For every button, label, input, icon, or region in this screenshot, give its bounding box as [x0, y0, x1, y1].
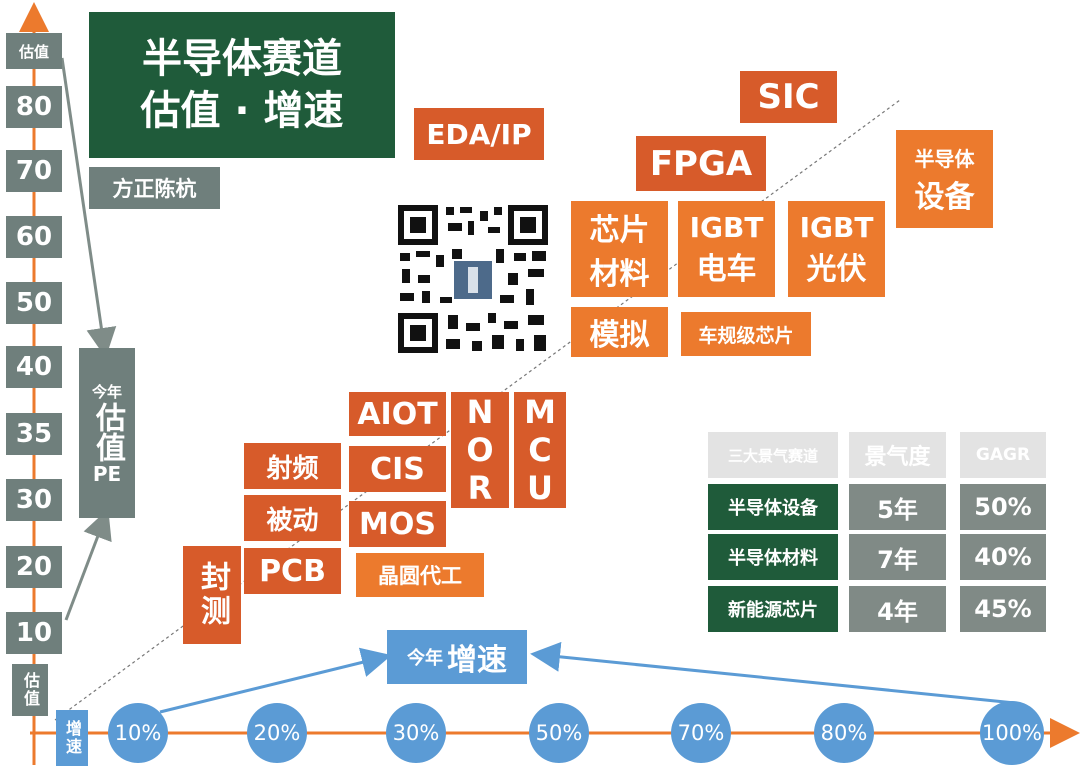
table-row-2-years: 7年 — [849, 534, 946, 580]
table-row-3-gagr: 45% — [960, 586, 1046, 632]
table-row-1-gagr: 50% — [960, 484, 1046, 530]
y-tick-35: 35 — [6, 413, 62, 455]
author-label: 方正陈杭 — [89, 167, 220, 209]
table-row-1-years: 5年 — [849, 484, 946, 530]
growth-arrow-right — [530, 641, 1016, 705]
table-row-2-gagr: 40% — [960, 534, 1046, 580]
pe-arrow-bottom — [64, 508, 112, 621]
table-row-3-years: 4年 — [849, 586, 946, 632]
pe-line3: PE — [92, 461, 122, 486]
growth-main: 增速 — [447, 643, 507, 678]
title-line2: 估值 · 增速 — [140, 88, 344, 134]
segment-equipment: 半导体 设备 — [896, 130, 993, 228]
segment-igbt-pv-line1: IGBT — [799, 210, 874, 244]
y-tick-40: 40 — [6, 346, 62, 388]
table-header-prosperity: 景气度 — [849, 432, 946, 478]
x-tick-80: 80% — [814, 703, 874, 763]
growth-prefix: 今年 — [407, 648, 443, 669]
segment-equipment-line1: 半导体 — [914, 146, 975, 171]
y-tick-10: 10 — [6, 612, 62, 654]
segment-igbt-ev: IGBT 电车 — [678, 201, 775, 297]
table-header-gagr: GAGR — [960, 432, 1046, 478]
table-row-1-name: 半导体设备 — [708, 484, 838, 530]
segment-igbt-ev-line2: 电车 — [696, 251, 757, 287]
title-box: 半导体赛道 估值 · 增速 — [89, 12, 395, 158]
pe-callout: 今年 估值 PE — [79, 348, 135, 518]
y-tick-80: 80 — [6, 86, 62, 128]
y-axis-header: 估值 — [6, 33, 62, 69]
table-row-3-name: 新能源芯片 — [708, 586, 838, 632]
pe-arrow-top — [60, 57, 117, 358]
segment-mcu: MCU — [514, 392, 566, 508]
segment-igbt-pv-line2: 光伏 — [806, 251, 867, 287]
x-tick-70: 70% — [671, 703, 731, 763]
pe-line1: 今年 — [91, 382, 122, 401]
x-tick-20: 20% — [247, 703, 307, 763]
y-tick-20: 20 — [6, 546, 62, 588]
y-tick-60: 60 — [6, 216, 62, 258]
pe-line2: 估值 — [90, 401, 125, 462]
segment-materials-line1: 芯片 — [589, 213, 650, 248]
y-tick-50: 50 — [6, 282, 62, 324]
segment-igbt-ev-line1: IGBT — [689, 210, 764, 244]
x-tick-10: 10% — [108, 703, 168, 763]
growth-callout: 今年 增速 — [387, 630, 527, 684]
x-tick-30: 30% — [386, 703, 446, 763]
segment-materials-line2: 材料 — [589, 257, 650, 292]
segment-cis: CIS — [349, 446, 446, 492]
segment-aiot: AIOT — [349, 392, 446, 436]
title-line1: 半导体赛道 — [142, 36, 342, 82]
segment-materials: 芯片 材料 — [571, 201, 668, 297]
segment-passive: 被动 — [244, 495, 341, 541]
x-tick-50: 50% — [529, 703, 589, 763]
qr-code — [396, 203, 550, 355]
segment-sic: SIC — [740, 71, 837, 123]
segment-packaging: 封测 — [183, 546, 241, 644]
segment-eda-ip: EDA/IP — [414, 108, 544, 160]
segment-pcb: PCB — [244, 548, 341, 594]
y-tick-70: 70 — [6, 150, 62, 192]
segment-equipment-line2: 设备 — [914, 179, 975, 215]
segment-nor: NOR — [451, 392, 509, 508]
segment-rf: 射频 — [244, 443, 341, 489]
y-tick-30: 30 — [6, 479, 62, 521]
segment-auto-chip: 车规级芯片 — [681, 312, 811, 356]
growth-arrow-left — [159, 647, 392, 714]
x-tick-100: 100% — [980, 701, 1044, 765]
segment-mos: MOS — [349, 501, 446, 547]
segment-analog: 模拟 — [571, 307, 668, 357]
table-row-2-name: 半导体材料 — [708, 534, 838, 580]
y-axis-bottom-label: 估值 — [12, 664, 48, 716]
table-header-track: 三大景气赛道 — [708, 432, 838, 478]
segment-fpga: FPGA — [636, 136, 766, 191]
segment-igbt-pv: IGBT 光伏 — [788, 201, 885, 297]
x-axis-label: 增速 — [56, 710, 88, 766]
segment-foundry: 晶圆代工 — [356, 553, 484, 597]
